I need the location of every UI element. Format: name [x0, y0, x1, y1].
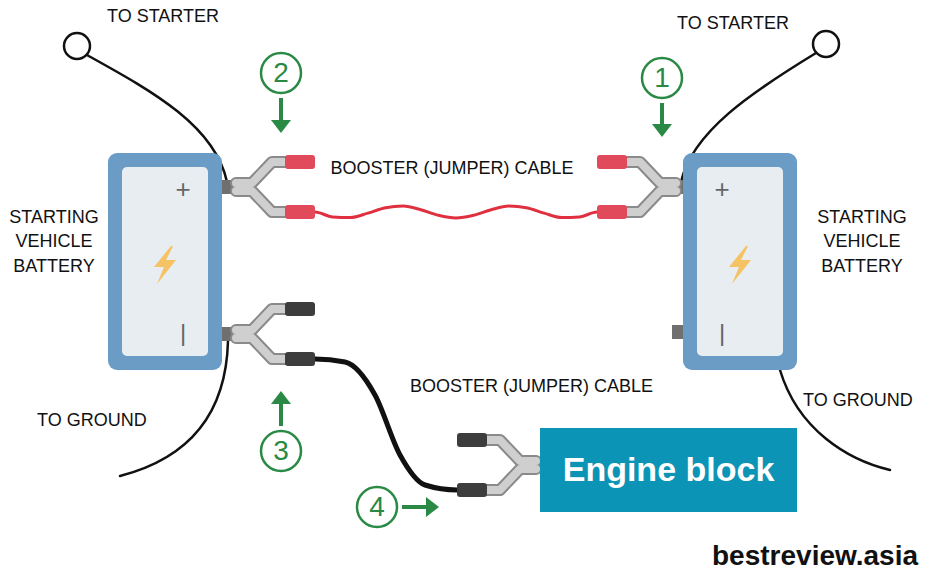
cable-label: BOOSTER (JUMPER) CABLE: [408, 374, 655, 398]
starter-terminal: [813, 31, 839, 57]
step-arrow-head: [271, 391, 291, 404]
lightning-icon: [154, 246, 176, 284]
battery-outline: [683, 153, 797, 370]
black-handle: [457, 433, 487, 447]
red-handle: [285, 155, 315, 169]
callout-number: 3: [273, 432, 289, 470]
step-circle: [642, 58, 682, 98]
clamp: [624, 162, 676, 212]
callout-number: 1: [654, 59, 670, 97]
starter-terminal: [64, 33, 90, 59]
clamp: [236, 309, 288, 359]
clamp: [236, 162, 288, 212]
clamp: [484, 440, 536, 490]
red-handle: [597, 155, 627, 169]
red-handle: [285, 205, 315, 219]
battery-box: STARTING VEHICLE BATTERY+|: [108, 153, 222, 370]
engine-block-label: Engine block: [563, 447, 775, 493]
engine-block-box: Engine block: [540, 428, 797, 512]
cable-label: BOOSTER (JUMPER) CABLE: [328, 156, 575, 180]
polarity-sign: +: [175, 172, 190, 207]
step-arrow: [402, 505, 428, 509]
clamp: [236, 162, 288, 212]
step-arrow: [279, 98, 283, 122]
step-arrow-head: [652, 124, 672, 137]
clamp: [236, 309, 288, 359]
battery-panel: [697, 167, 783, 356]
wire-label: TO STARTER: [677, 11, 789, 35]
black-handle: [457, 483, 487, 497]
step-arrow-head: [271, 120, 291, 133]
watermark: bestreview.asia: [712, 537, 918, 575]
black-handle: [285, 302, 315, 316]
battery-case: [683, 153, 797, 370]
wire-label: TO GROUND: [803, 388, 913, 412]
polarity-sign: |: [180, 317, 186, 349]
callout-number: 2: [273, 54, 289, 92]
battery-label: STARTING VEHICLE BATTERY: [2, 205, 106, 278]
polarity-sign: |: [719, 317, 725, 349]
step-circle: [357, 487, 397, 527]
step-arrow: [279, 402, 283, 426]
step-circle: [261, 431, 301, 471]
battery-label: STARTING VEHICLE BATTERY: [807, 205, 917, 278]
clamp: [484, 440, 536, 490]
vehicle-wires: [87, 53, 890, 476]
wire-label: TO STARTER: [107, 4, 219, 28]
battery-case: [108, 153, 222, 370]
callout-number: 4: [369, 488, 385, 526]
step-circle: [261, 53, 301, 93]
step-arrow-head: [426, 497, 439, 517]
polarity-sign: +: [714, 172, 729, 207]
jumper-cable: [222, 187, 683, 218]
wire-label: TO GROUND: [37, 408, 147, 432]
red-handle: [597, 205, 627, 219]
battery-panel: [122, 167, 208, 356]
clamp: [624, 162, 676, 212]
lightning-icon: [729, 246, 751, 284]
battery-outline: [108, 153, 222, 370]
black-handle: [285, 352, 315, 366]
battery-box: STARTING VEHICLE BATTERY+|: [683, 153, 797, 370]
step-arrow: [660, 103, 664, 126]
